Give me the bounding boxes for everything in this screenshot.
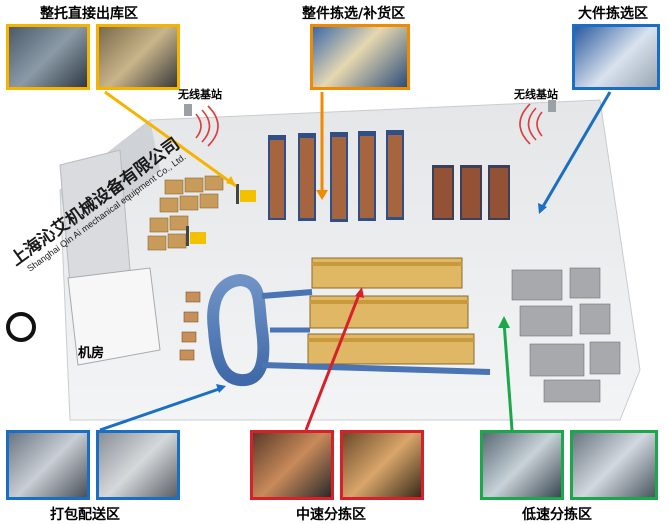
packing-stations	[179, 291, 201, 361]
photo-bulky-picking	[572, 24, 660, 90]
wireless-signal-right	[519, 103, 543, 145]
pallet-racks-tall	[268, 130, 404, 222]
company-logo-icon	[6, 312, 36, 342]
zone-title-full-case-picking: 整件拣选/补货区	[302, 6, 406, 22]
photo-pallet-outbound-2	[96, 24, 180, 90]
wireless-station-label-left: 无线基站	[178, 88, 222, 101]
zone-title-pallet-outbound: 整托直接出库区	[40, 6, 138, 22]
medium-speed-shelving	[307, 257, 475, 365]
conveyor-loop	[207, 273, 270, 387]
forklift-icon	[186, 226, 206, 246]
callout-arrow-low	[502, 321, 514, 431]
photo-packing-shipping-2	[96, 430, 180, 500]
rack-unit	[386, 130, 404, 220]
photo-pallet-outbound-1	[6, 24, 90, 90]
machine-room-box	[67, 267, 161, 366]
wireless-station-left-icon	[184, 104, 192, 116]
callout-arrow-bulky	[539, 91, 612, 211]
wireless-station-right-icon	[548, 100, 556, 112]
low-speed-shelving	[511, 267, 621, 403]
wireless-signal-left	[195, 105, 219, 147]
callout-arrow-pallet-outbound	[104, 90, 237, 188]
photo-medium-speed-1	[250, 430, 334, 500]
rack-unit	[330, 132, 348, 222]
zone-title-medium-speed-picking: 中速分拣区	[296, 507, 366, 523]
pallet-racks-right	[432, 165, 510, 220]
wireless-station-label-right: 无线基站	[514, 88, 558, 101]
machine-room-label: 机房	[78, 346, 105, 361]
rack-unit	[358, 131, 376, 221]
photo-packing-shipping-1	[6, 430, 90, 500]
rack-unit	[298, 133, 316, 221]
callout-arrow-packing	[99, 386, 223, 432]
rack-unit	[268, 135, 286, 220]
zone-title-low-speed-picking: 低速分拣区	[522, 507, 592, 523]
callout-arrow-medium	[304, 291, 362, 431]
photo-low-speed-1	[480, 430, 564, 500]
photo-medium-speed-2	[340, 430, 424, 500]
photo-low-speed-2	[570, 430, 658, 500]
forklift-icon	[236, 184, 256, 204]
pallet-boxes-left	[147, 175, 224, 251]
conveyor-branch	[261, 362, 491, 375]
zone-title-bulky-picking: 大件拣选区	[578, 6, 648, 22]
photo-full-case-picking	[310, 24, 410, 90]
conveyor-branch	[261, 289, 313, 299]
zone-title-packing-shipping: 打包配送区	[50, 507, 120, 523]
